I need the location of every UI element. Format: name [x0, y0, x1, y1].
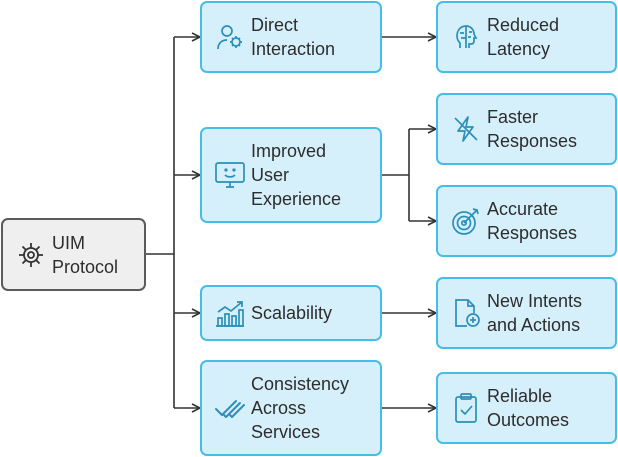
benefit-label: Direct Interaction [251, 15, 336, 59]
clipboard-check-icon [449, 391, 483, 425]
benefit-node-direct-interaction: Direct Interaction [200, 1, 382, 73]
root-node: UIM Protocol [1, 218, 146, 291]
benefit-label: Consistency Across Services [251, 374, 350, 442]
outcome-label: Reliable Outcomes [487, 386, 570, 430]
connector-ux-split [382, 129, 410, 221]
double-check-icon [213, 391, 247, 425]
outcome-node-faster-responses: Faster Responses [436, 93, 617, 165]
target-arrow-icon [449, 204, 483, 238]
benefit-label: Scalability [251, 303, 333, 323]
head-brain-icon [449, 20, 483, 54]
file-plus-icon [449, 296, 483, 330]
outcome-node-reduced-latency: Reduced Latency [436, 1, 617, 73]
benefit-node-consistency-across-services: Consistency Across Services [200, 360, 382, 456]
bar-chart-up-icon [213, 296, 247, 330]
lightning-off-icon [449, 112, 483, 146]
outcome-label: Reduced Latency [487, 15, 560, 59]
person-gears-icon [213, 20, 247, 54]
outcome-label: New Intents and Actions [487, 291, 583, 335]
root-label: UIM Protocol [52, 232, 119, 277]
benefit-node-scalability: Scalability [200, 285, 382, 341]
benefit-label: Improved User Experience [251, 141, 342, 209]
outcome-node-reliable-outcomes: Reliable Outcomes [436, 372, 617, 444]
outcome-node-new-intents-and-actions: New Intents and Actions [436, 277, 617, 349]
gear-icon [14, 238, 48, 272]
outcome-label: Faster Responses [487, 107, 578, 151]
benefit-node-improved-user-experience: Improved User Experience [200, 127, 382, 223]
outcome-label: Accurate Responses [487, 199, 578, 243]
outcome-node-accurate-responses: Accurate Responses [436, 185, 617, 257]
monitor-smile-icon [213, 158, 247, 192]
